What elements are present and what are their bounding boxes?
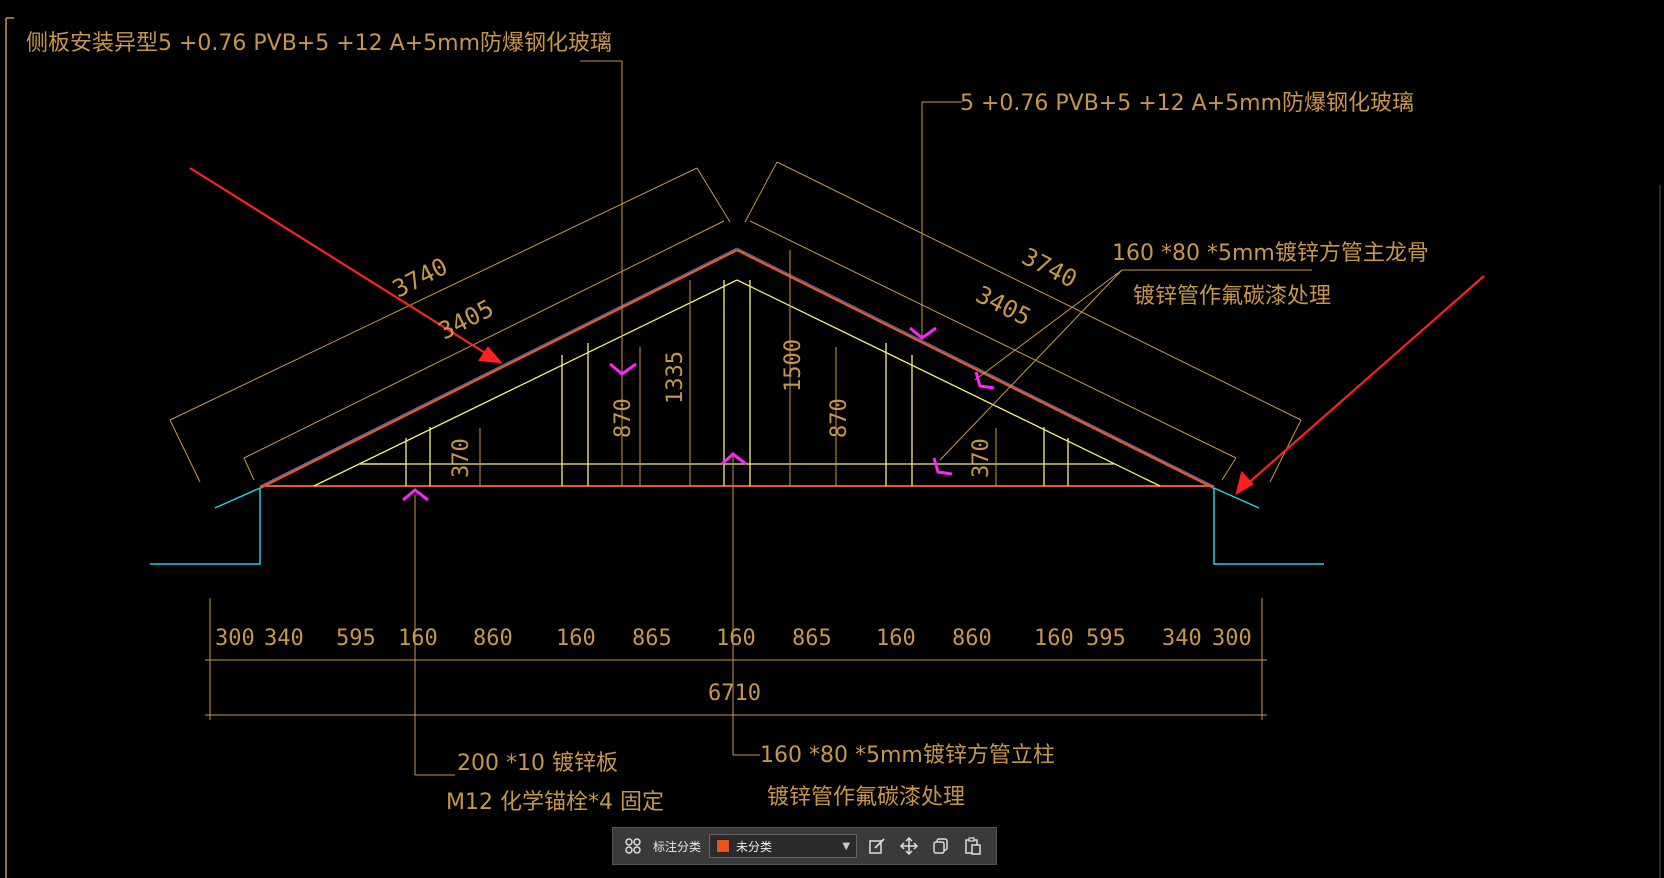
- dim-total: 6710: [708, 681, 761, 706]
- category-swatch: [716, 839, 731, 853]
- dim-bottom: 160: [398, 626, 438, 651]
- anchor-label: M12 化学锚栓*4 固定: [446, 790, 664, 815]
- main-keel-note: 镀锌管作氟碳漆处理: [1133, 284, 1331, 309]
- dim-h-870-right: 870: [827, 398, 852, 438]
- dim-bottom: 340: [264, 626, 304, 651]
- dim-bottom: 160: [1034, 626, 1074, 651]
- dim-bottom: 595: [336, 626, 376, 651]
- paste-icon[interactable]: [961, 834, 985, 858]
- dim-right-inner: 3405: [971, 280, 1035, 331]
- wall-lines: [150, 487, 1324, 565]
- annotation-toolbar: 标注分类 未分类 ▼: [612, 827, 997, 865]
- column-label: 160 *80 *5mm镀锌方管立柱: [760, 743, 1055, 768]
- dim-h-1335: 1335: [663, 351, 688, 404]
- dim-bottom: 160: [716, 626, 756, 651]
- category-select[interactable]: 未分类 ▼: [709, 834, 858, 858]
- dim-h-870-left: 870: [611, 398, 636, 438]
- red-arrows: [189, 167, 1485, 496]
- grid-icon[interactable]: [621, 834, 645, 858]
- dim-h-370-right: 370: [969, 438, 994, 478]
- side-glass-label: 侧板安装异型5 +0.76 PVB+5 +12 A+5mm防爆钢化玻璃: [26, 31, 612, 56]
- dim-bottom: 595: [1086, 626, 1126, 651]
- section-markers: [402, 326, 995, 502]
- plate-label: 200 *10 镀锌板: [457, 751, 618, 776]
- dim-bottom: 160: [556, 626, 596, 651]
- selected-category: 未分类: [736, 839, 773, 854]
- move-icon[interactable]: [897, 834, 921, 858]
- top-glass-label: 5 +0.76 PVB+5 +12 A+5mm防爆钢化玻璃: [960, 91, 1414, 116]
- dimension-lines: [169, 60, 1312, 776]
- dim-bottom: 860: [952, 626, 992, 651]
- copy-icon[interactable]: [929, 834, 953, 858]
- dim-bottom: 860: [473, 626, 513, 651]
- chevron-down-icon: ▼: [842, 840, 851, 852]
- dim-right-outer: 3740: [1017, 242, 1081, 293]
- category-label: 标注分类: [653, 839, 702, 854]
- dim-bottom: 865: [792, 626, 832, 651]
- dim-bottom: 300: [215, 626, 255, 651]
- dim-bottom: 300: [1212, 626, 1252, 651]
- dim-h-1500: 1500: [781, 339, 806, 392]
- dim-left-outer: 3740: [388, 252, 452, 303]
- bottom-dimensions: 300 340 595 160 860 160 865 160 865 160 …: [215, 626, 1252, 706]
- column-note: 镀锌管作氟碳漆处理: [767, 785, 965, 810]
- roof-glass: [259, 247, 1215, 490]
- dim-h-370-left: 370: [449, 438, 474, 478]
- dim-bottom: 865: [632, 626, 672, 651]
- edit-icon[interactable]: [865, 834, 889, 858]
- truss-frame: [313, 279, 1161, 487]
- dim-bottom: 160: [876, 626, 916, 651]
- dim-bottom: 340: [1162, 626, 1202, 651]
- main-keel-label: 160 *80 *5mm镀锌方管主龙骨: [1112, 241, 1429, 266]
